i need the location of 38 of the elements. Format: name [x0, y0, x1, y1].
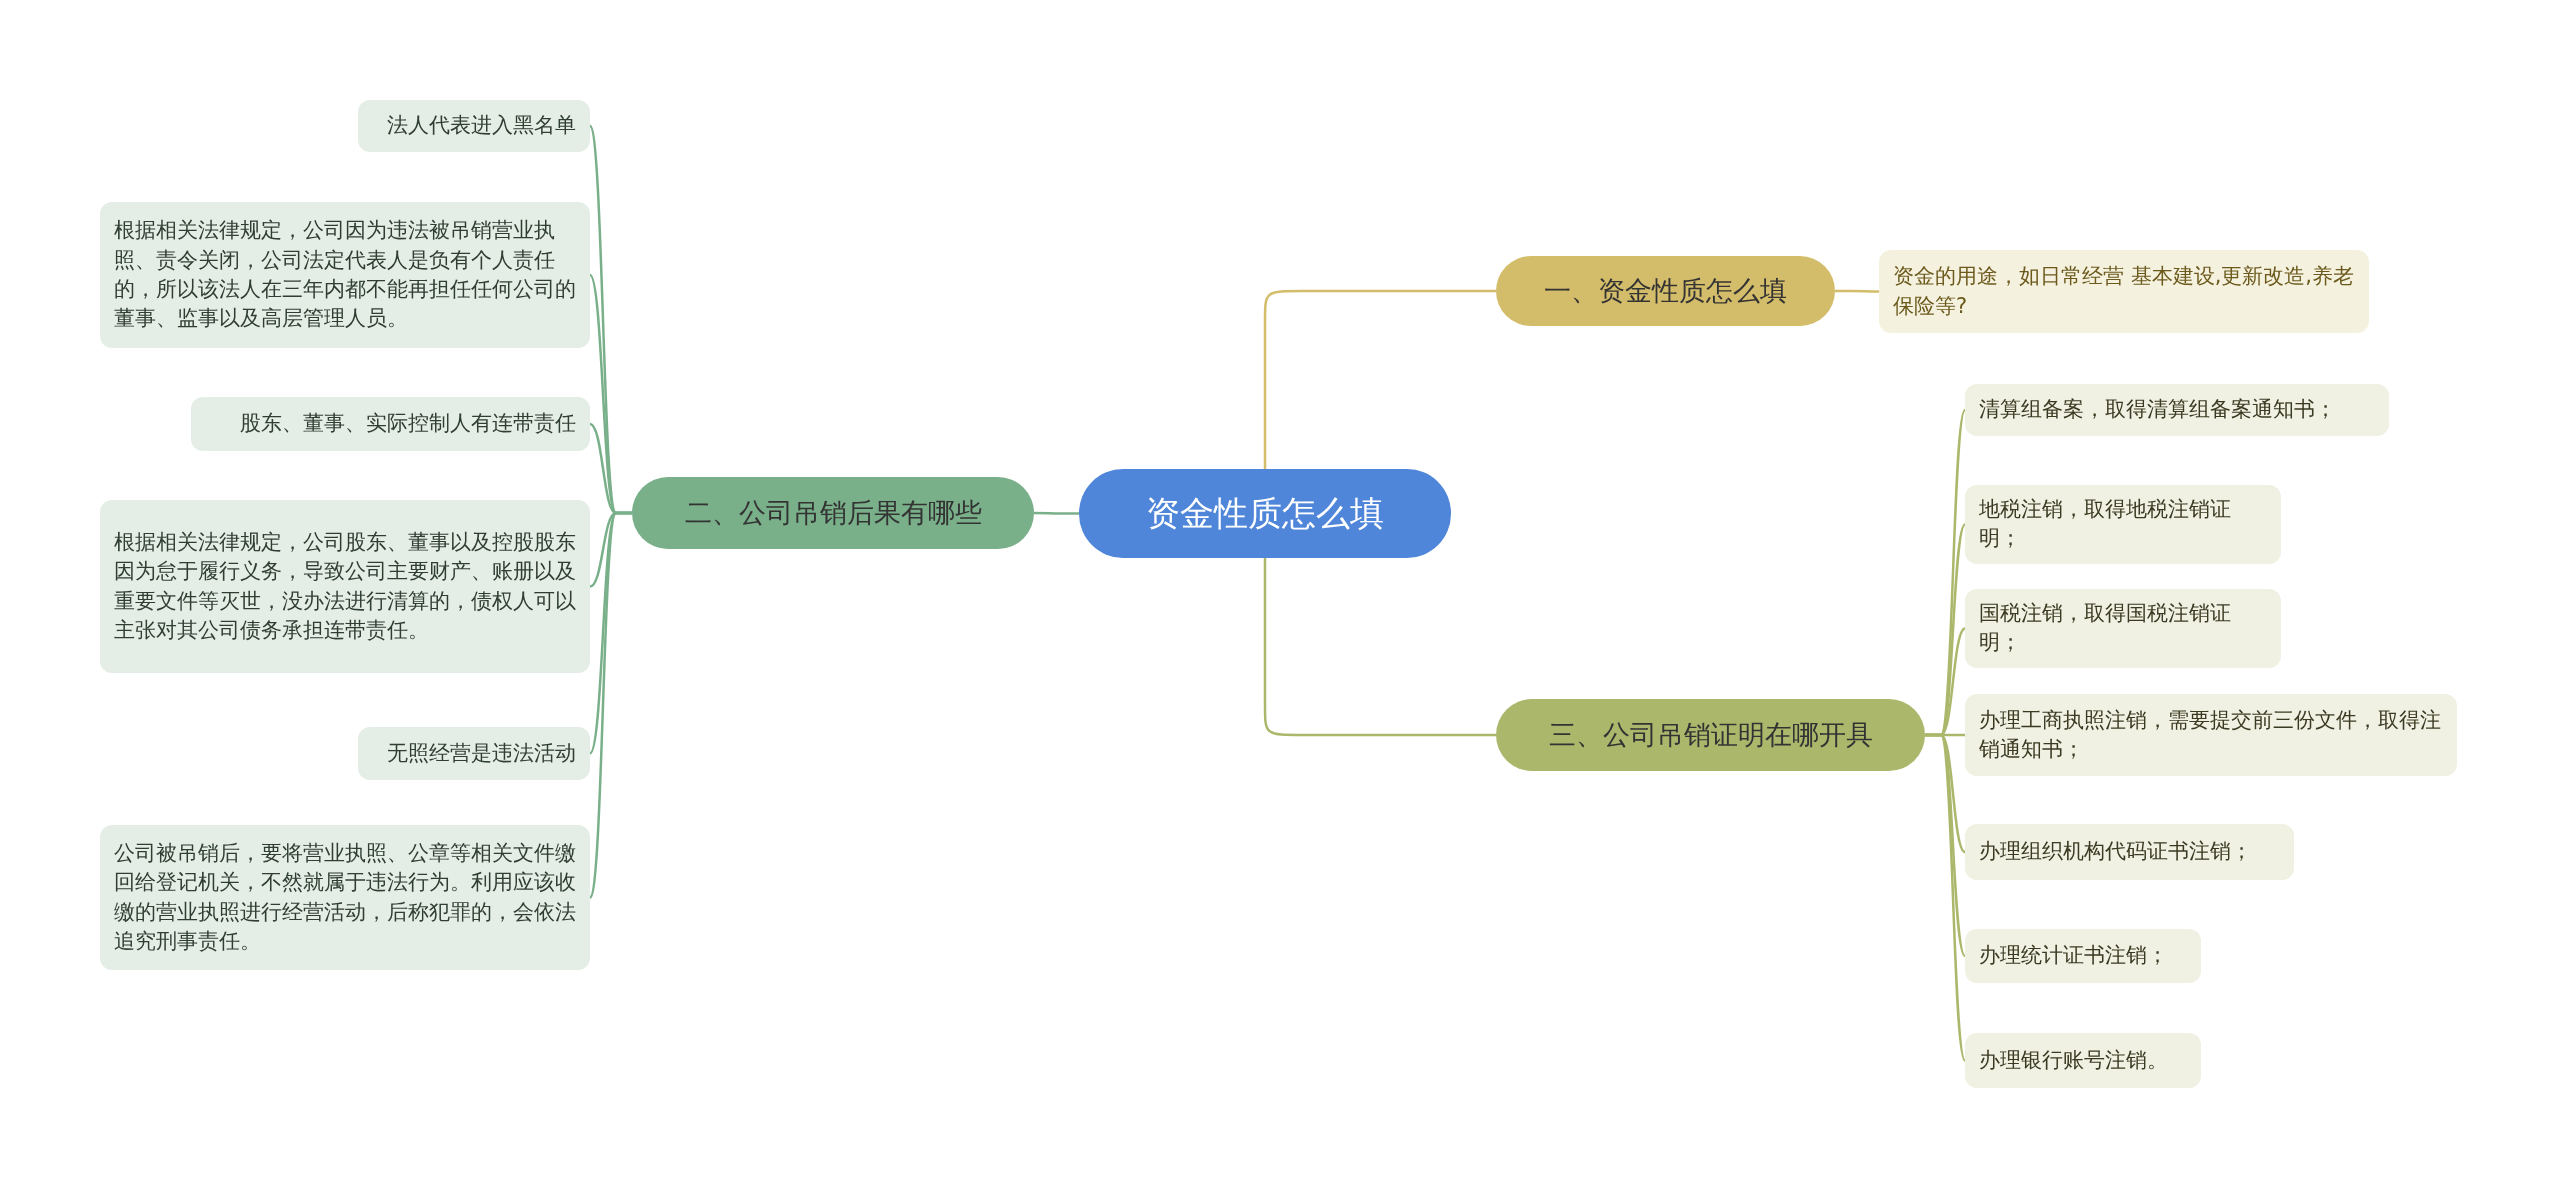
- topic-text: 办理组织机构代码证书注销；: [1979, 838, 2252, 866]
- topic-text: 清算组备案，取得清算组备案通知书；: [1979, 396, 2336, 424]
- subtopic-card: [1965, 589, 2281, 668]
- subtopic-card: [1965, 485, 2281, 564]
- connector-line: [1925, 733, 1967, 1061]
- topic-text: 办理工商执照注销，需要提交前三份文件，取得注销通知书；: [1979, 706, 2442, 763]
- topic-text: 二、公司吊销后果有哪些: [684, 496, 982, 531]
- subtopic-card: [1879, 250, 2369, 333]
- topic-text: 根据相关法律规定，公司股东、董事以及控股股东因为怠于履行义务，导致公司主要财产、账册以及重要文件等灭世，没办法进行清算的，债权人可以主张对其公司债务承担连带责任。: [114, 528, 576, 644]
- subtopic-card: [358, 100, 590, 152]
- topic-text: 无照经营是违法活动: [387, 739, 576, 767]
- topic-text: 国税注销，取得国税注销证明；: [1979, 600, 2232, 657]
- subtopic-card: [1965, 384, 2389, 436]
- topic-text: 一、资金性质怎么填: [1544, 274, 1787, 309]
- subtopic-card: [1965, 1033, 2201, 1088]
- connector-line: [1835, 289, 1879, 293]
- subtopic-card: [358, 727, 590, 780]
- subtopic-card: [100, 500, 590, 673]
- topic-text: 法人代表进入黑名单: [387, 112, 576, 140]
- topic-text: 股东、董事、实际控制人有连带责任: [240, 410, 576, 438]
- topic-text: 地税注销，取得地税注销证明；: [1979, 496, 2232, 553]
- topic-text: 三、公司吊销证明在哪开具: [1548, 718, 1873, 753]
- subtopic-card: [1965, 694, 2457, 776]
- topic-text: 办理统计证书注销；: [1979, 942, 2168, 970]
- connector-line: [1263, 289, 1496, 469]
- subtopic-card: [100, 202, 590, 348]
- subtopic-card: [191, 397, 590, 451]
- topic-text: 资金的用途，如日常经营 基本建设,更新改造,养老保险等?: [1893, 263, 2355, 320]
- topic-text: 根据相关法律规定，公司因为违法被吊销营业执照、责令关闭，公司法定代表人是负有个人责任的，所以该法人在三年内都不能再担任任何公司的董事、监事以及高层管理人员。: [114, 217, 576, 333]
- topic-text: 办理银行账号注销。: [1979, 1046, 2168, 1074]
- connector-line: [1034, 511, 1079, 515]
- connector-line: [1263, 558, 1496, 737]
- subtopic-card: [100, 825, 590, 970]
- connector-line: [588, 511, 632, 898]
- subtopic-card: [1965, 824, 2294, 880]
- subtopic-card: [1965, 929, 2201, 983]
- topic-text: 公司被吊销后，要将营业执照、公章等相关文件缴回给登记机关，不然就属于违法行为。利用应该收缴的营业执照进行经营活动，后称犯罪的，会依法追究刑事责任。: [114, 839, 576, 955]
- topic-text: 资金性质怎么填: [1146, 491, 1384, 535]
